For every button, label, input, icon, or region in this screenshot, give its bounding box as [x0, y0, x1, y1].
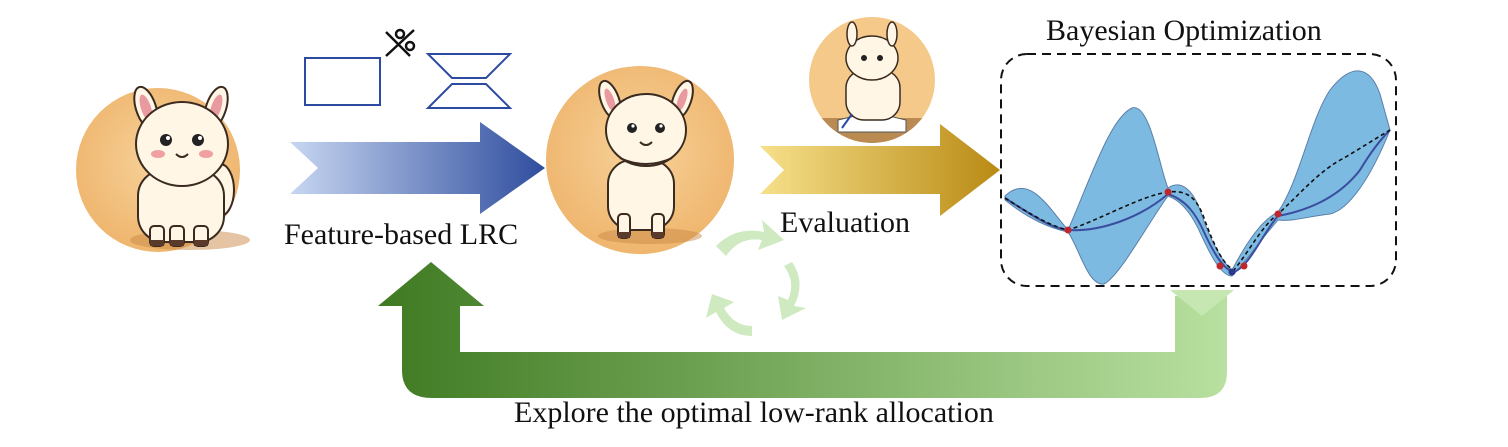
bo-next-point: [1228, 268, 1236, 276]
rectangle-icon: [304, 57, 381, 106]
bo-mean-line: [1004, 129, 1391, 274]
bo-sample-point: [1274, 210, 1282, 218]
bo-confidence-band: [1004, 70, 1391, 285]
evaluation-arrow: [760, 124, 1000, 216]
llama-compressed-image: [546, 66, 734, 254]
bo-true-function: [1004, 129, 1391, 271]
bo-plot: [1004, 70, 1391, 285]
llama-original-image: [76, 85, 250, 252]
bo-sample-point: [1216, 262, 1224, 270]
bo-frame: [1000, 53, 1397, 287]
bo-sample-point: [1064, 226, 1072, 234]
explore-label: Explore the optimal low-rank allocation: [514, 396, 994, 429]
evaluation-label: Evaluation: [780, 206, 910, 239]
feedback-arrow: [378, 262, 1234, 398]
scissors-icon: [385, 28, 416, 57]
feature-lrc-label: Feature-based LRC: [284, 218, 519, 251]
bo-sample-point: [1240, 262, 1248, 270]
bayesian-optimization-label: Bayesian Optimization: [1046, 14, 1322, 47]
refresh-cycle-icon: [706, 220, 806, 336]
hourglass-icon: [425, 53, 513, 109]
llama-reading-image: [809, 17, 935, 143]
compression-arrow: [290, 122, 545, 214]
bo-sample-point: [1164, 188, 1172, 196]
